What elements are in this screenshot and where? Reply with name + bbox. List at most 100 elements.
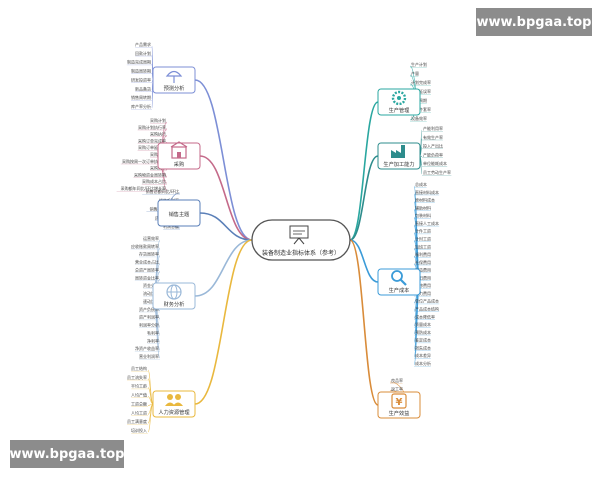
leaf-sales: 销售总额同比/环比 bbox=[146, 188, 179, 194]
leaf-cost: 质量成本 bbox=[415, 321, 431, 327]
leaf-cost: 成本分析 bbox=[415, 360, 431, 366]
branch-cost[interactable]: 生产成本 bbox=[377, 268, 421, 296]
leaf-procurement: 采购按周一次订单执行率 bbox=[122, 158, 166, 164]
leaf-procurement: 采购订单延迟率 bbox=[138, 144, 166, 150]
leaf-hr: 培训投入 bbox=[131, 427, 147, 433]
leaf-hr: 工资总额 bbox=[131, 400, 147, 406]
leaf-capacity: 员工劳动生产率 bbox=[423, 169, 451, 175]
leaf-cost: 计时工资 bbox=[415, 235, 431, 241]
branch-box bbox=[157, 199, 201, 227]
leaf-forecast: 回款计划 bbox=[135, 50, 151, 56]
connector-sales bbox=[199, 212, 253, 241]
branch-capacity[interactable]: 生产加工能力 bbox=[377, 142, 421, 170]
connector-cost bbox=[349, 239, 379, 283]
leaf-capacity: 产能利用率 bbox=[423, 125, 443, 131]
branch-label: 生产成本 bbox=[389, 286, 410, 294]
connector-forecast bbox=[194, 79, 253, 241]
umbrella-icon bbox=[165, 70, 183, 83]
branch-box bbox=[152, 390, 196, 418]
leaf-forecast: 研发投资率 bbox=[131, 76, 151, 82]
leaf-hr: 平均工龄 bbox=[131, 383, 147, 389]
leaf-capacity: 有效生产率 bbox=[423, 134, 443, 140]
leaf-cost: 预防成本 bbox=[415, 329, 431, 335]
central-topic[interactable]: 装备制造业指标体系（参考） bbox=[251, 219, 351, 261]
leaf-forecast: 销售周转期 bbox=[131, 94, 151, 100]
leaf-cost: 包装材料 bbox=[415, 212, 431, 218]
leaf-finance: 总资产周转率 bbox=[135, 266, 159, 272]
branch-procurement[interactable]: 采购 bbox=[157, 141, 201, 170]
leaf-procurement: 采购计划 bbox=[150, 117, 166, 123]
leaf-cost: 制造费用 bbox=[415, 267, 431, 273]
leaf-cost: 产品成本结构 bbox=[415, 306, 439, 312]
leaf-cost: 维修费用 bbox=[415, 282, 431, 288]
branch-label: 销售主题 bbox=[169, 210, 190, 218]
branch-label: 采购 bbox=[174, 160, 184, 168]
branch-label: 生产效益 bbox=[389, 409, 410, 417]
leaf-procurement: 采购成本占比 bbox=[142, 178, 166, 184]
leaf-forecast: 新品备货 bbox=[135, 85, 151, 91]
leaf-production: 设备效率 bbox=[411, 115, 427, 121]
leaf-cost: 直接材料成本 bbox=[415, 189, 439, 195]
leaf-hr: 人均产值 bbox=[131, 392, 147, 398]
yen-icon: ¥ bbox=[391, 393, 407, 409]
branch-output[interactable]: ¥生产效益 bbox=[377, 391, 421, 419]
watermark-bottom: www.bpgaa.top bbox=[10, 440, 125, 468]
globe-icon bbox=[166, 284, 182, 300]
leaf-cost: 社保费用 bbox=[415, 259, 431, 265]
leaf-output: 返工率 bbox=[391, 386, 403, 392]
leaf-cost: 辅助材料 bbox=[415, 204, 431, 210]
branch-label: 预测分析 bbox=[164, 84, 185, 92]
leaf-finance: 净资产收益率 bbox=[135, 345, 159, 351]
branch-hr[interactable]: 人力资源管理 bbox=[152, 390, 196, 418]
branch-box bbox=[377, 391, 421, 419]
connector-procurement bbox=[199, 155, 253, 241]
leaf-hr: 人均工资 bbox=[131, 409, 147, 415]
factory-icon bbox=[391, 145, 405, 158]
leaf-finance: 速动比率 bbox=[143, 298, 159, 304]
branch-label: 生产管理 bbox=[389, 106, 411, 114]
leaf-production: 计划完成率 bbox=[411, 79, 431, 85]
branch-finance[interactable]: 财务分析 bbox=[152, 282, 196, 310]
leaf-cost: 单位产品成本 bbox=[415, 298, 439, 304]
branch-box bbox=[152, 282, 196, 310]
leaf-finance: 毛利率 bbox=[147, 329, 159, 335]
leaf-finance: 利润率分析 bbox=[139, 322, 159, 328]
leaf-cost: 动力费用 bbox=[415, 290, 431, 296]
branch-label: 人力资源管理 bbox=[158, 408, 190, 416]
store-icon bbox=[170, 141, 188, 159]
leaf-forecast: 产品需求 bbox=[135, 41, 151, 47]
team-icon bbox=[165, 394, 183, 406]
connector-production bbox=[349, 101, 379, 241]
watermark-top: www.bpgaa.top bbox=[476, 8, 592, 36]
leaf-nodes: 产品需求回款计划制造完成周期制造周转期研发投资率新品备货销售周转期库产率分析采购… bbox=[116, 41, 452, 434]
branch-label: 财务分析 bbox=[164, 300, 185, 308]
leaf-hr: 员工流失率 bbox=[127, 374, 147, 380]
leaf-cost: 直接人工成本 bbox=[415, 220, 439, 226]
connector-hr bbox=[194, 239, 253, 405]
leaf-forecast: 制造周转期 bbox=[131, 68, 151, 74]
leaf-cost: 成本差异 bbox=[415, 352, 431, 358]
leaf-finance: 周转资金比率 bbox=[135, 274, 159, 280]
leaf-hr: 员工满意度 bbox=[127, 418, 147, 424]
leaf-connector bbox=[147, 403, 154, 433]
leaf-hr: 员工结构 bbox=[131, 365, 147, 371]
branch-sales[interactable]: 销售主题 bbox=[157, 199, 201, 227]
leaf-procurement: 采购执行 bbox=[150, 131, 166, 137]
connector-output bbox=[349, 239, 379, 406]
leaf-output: 良品率 bbox=[391, 377, 403, 383]
svg-text:¥: ¥ bbox=[396, 397, 403, 408]
branch-forecast[interactable]: 预测分析 bbox=[152, 66, 196, 94]
leaf-procurement: 采购计划执行率 bbox=[138, 124, 166, 130]
leaf-finance: 资产负债率 bbox=[139, 306, 159, 312]
central-topic-title: 装备制造业指标体系（参考） bbox=[262, 249, 340, 257]
leaf-cost: 损失成本 bbox=[415, 344, 431, 350]
leaf-cost: 计件工资 bbox=[415, 228, 431, 234]
leaf-cost: 折旧费用 bbox=[415, 274, 431, 280]
leaf-procurement: 采购物资金周转期 bbox=[134, 171, 166, 177]
leaf-finance: 存货周转率 bbox=[139, 251, 159, 257]
branch-production[interactable]: 生产管理 bbox=[377, 88, 421, 116]
leaf-procurement: 采购订单完成率 bbox=[138, 137, 166, 143]
leaf-production: 物料齐套率 bbox=[411, 106, 431, 112]
